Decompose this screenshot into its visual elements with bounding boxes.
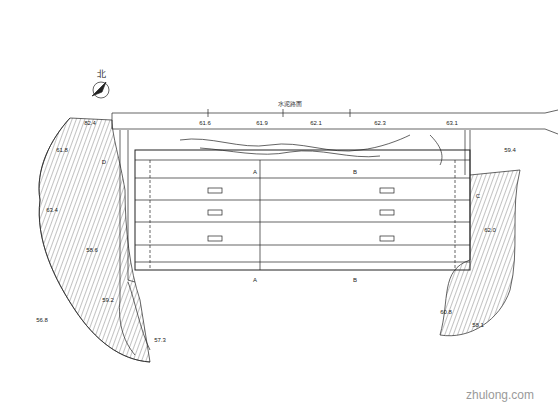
map-label: 北 bbox=[97, 70, 106, 79]
map-label: C bbox=[476, 193, 480, 199]
contour bbox=[200, 148, 380, 157]
slope-edge bbox=[39, 118, 150, 362]
contour bbox=[430, 135, 442, 165]
road-marks bbox=[208, 109, 350, 117]
section-line bbox=[260, 160, 261, 270]
map-label: 61.8 bbox=[56, 147, 68, 153]
row-tag bbox=[380, 210, 394, 215]
row-tag bbox=[380, 236, 394, 241]
map-label: 61.6 bbox=[199, 120, 211, 126]
map-label: 57.3 bbox=[154, 337, 166, 343]
left-slope bbox=[39, 118, 150, 362]
map-label: A bbox=[253, 169, 257, 175]
map-label: 59.2 bbox=[102, 297, 114, 303]
map-label: 63.1 bbox=[446, 120, 458, 126]
map-label: A bbox=[253, 277, 257, 283]
map-label: 59.4 bbox=[504, 147, 516, 153]
map-label: 62.1 bbox=[310, 120, 322, 126]
map-label: 62.3 bbox=[374, 120, 386, 126]
map-label: D bbox=[102, 159, 106, 165]
axis-lines bbox=[150, 160, 455, 270]
contour bbox=[180, 135, 410, 151]
row-tag bbox=[208, 236, 222, 241]
road bbox=[112, 110, 558, 134]
north-arrow-circle bbox=[93, 82, 109, 98]
map-label: 58.1 bbox=[472, 322, 484, 328]
map-label: B bbox=[353, 277, 357, 283]
map-label: 水泥路面 bbox=[278, 101, 302, 107]
map-label: 82.4 bbox=[84, 120, 96, 126]
platform-rows bbox=[135, 160, 470, 262]
right-slope bbox=[440, 170, 520, 336]
map-label: 58.6 bbox=[86, 247, 98, 253]
boundary bbox=[120, 130, 470, 300]
row-tag bbox=[208, 188, 222, 193]
row-tag bbox=[208, 210, 222, 215]
map-label: 63.4 bbox=[46, 207, 58, 213]
map-label: 56.8 bbox=[36, 317, 48, 323]
map-label: 61.9 bbox=[256, 120, 268, 126]
map-label: 60.8 bbox=[440, 309, 452, 315]
map-label: 62.0 bbox=[484, 227, 496, 233]
row-tag bbox=[380, 188, 394, 193]
access-road bbox=[120, 282, 150, 355]
platform bbox=[135, 150, 470, 270]
map-label: B bbox=[353, 169, 357, 175]
watermark: zhulong.com bbox=[466, 389, 534, 401]
